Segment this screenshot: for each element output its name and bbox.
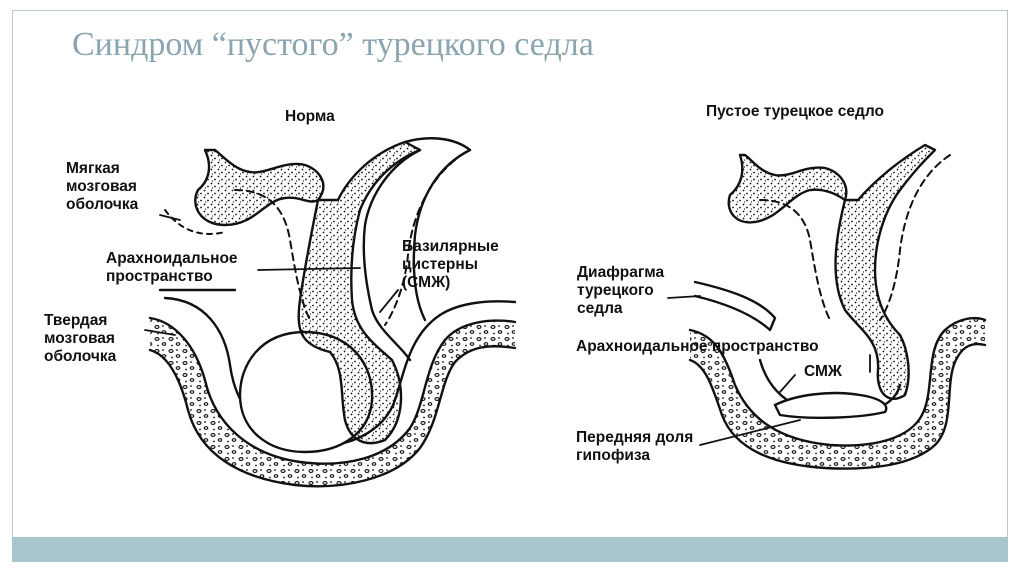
right-hypothalamus bbox=[727, 153, 848, 224]
label-anterior-pituitary: Передняя доля гипофиза bbox=[576, 429, 694, 464]
right-pituitary-gland bbox=[773, 391, 888, 420]
slide-title: Синдром “пустого” турецкого седла bbox=[72, 26, 594, 63]
label-arachnoid-space-right: Арахноидальное пространство bbox=[576, 338, 819, 355]
label-dura-mater: Твердая мозговая оболочка bbox=[44, 312, 117, 365]
label-pia-mater: Мягкая мозговая оболочка bbox=[66, 160, 139, 213]
normal-sella-drawing bbox=[144, 137, 517, 488]
label-basilar-cisterns: Базилярные цистерны (СМЖ) bbox=[402, 238, 499, 291]
right-bone bbox=[690, 318, 985, 469]
label-diaphragm: Диафрагма турецкого седла bbox=[577, 264, 665, 317]
label-csf: СМЖ bbox=[804, 363, 842, 380]
right-heading: Пустое турецкое седло bbox=[706, 103, 884, 120]
footer-bar bbox=[12, 537, 1008, 562]
right-stalk bbox=[834, 143, 937, 401]
label-arachnoid-space-left: Арахноидальное пространство bbox=[106, 250, 238, 285]
left-heading: Норма bbox=[285, 108, 335, 125]
left-bone bbox=[150, 318, 515, 487]
left-hypothalamus bbox=[194, 148, 325, 227]
empty-sella-drawing bbox=[667, 143, 987, 470]
left-stalk bbox=[297, 140, 422, 445]
